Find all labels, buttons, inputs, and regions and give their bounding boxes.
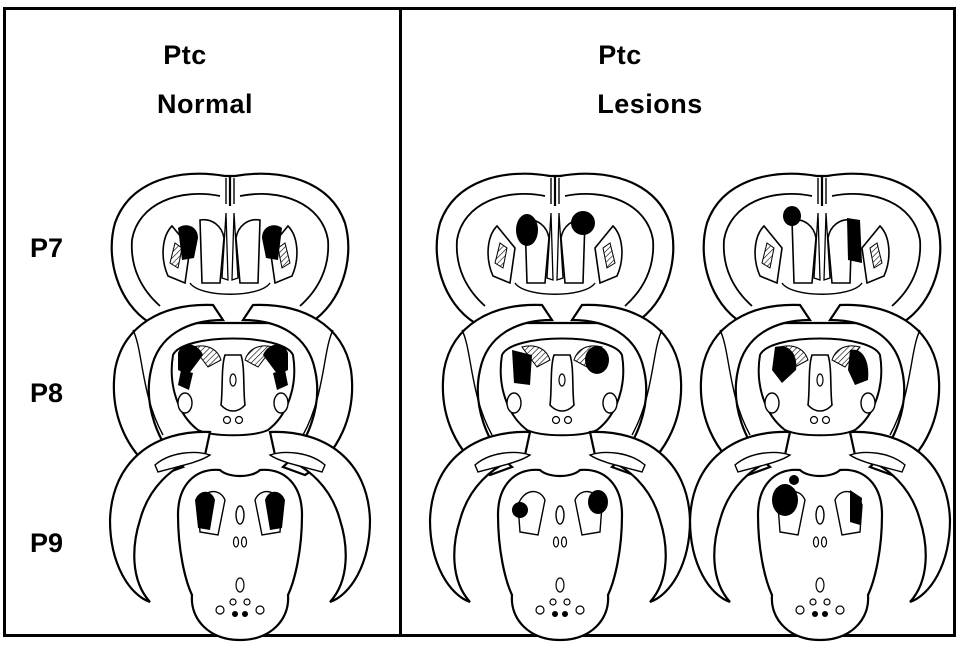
lesion-a-section-p9 [430, 432, 690, 640]
normal-section-p9 [110, 432, 370, 640]
lesion-b-section-p7 [704, 174, 941, 323]
lesion-b-section-p9 [690, 432, 950, 640]
normal-section-p7 [112, 174, 349, 323]
lesion-a-section-p7 [437, 174, 674, 323]
